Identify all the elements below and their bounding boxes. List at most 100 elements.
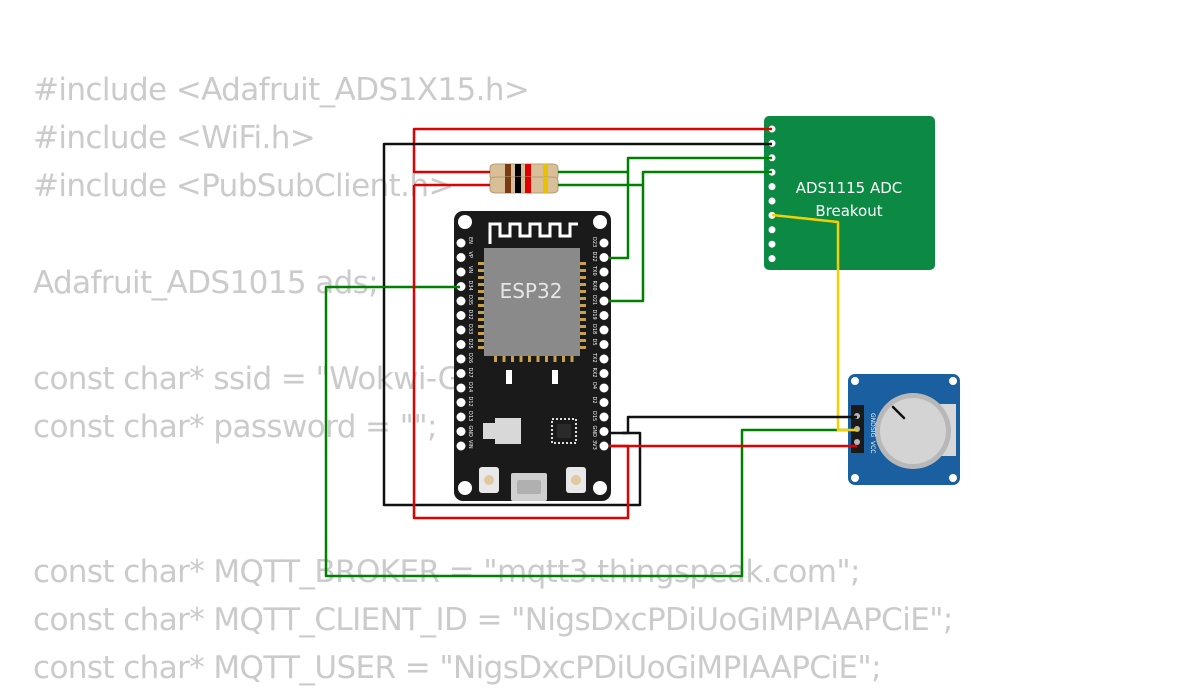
module-pad: [570, 354, 574, 362]
esp32-pin-d18[interactable]: [599, 325, 609, 335]
wire-red-resistor-vcc[interactable]: [412, 127, 772, 174]
resistor-band: [515, 177, 521, 193]
esp32-pin-d34[interactable]: [456, 282, 466, 291]
wire-green-d22[interactable]: [609, 172, 630, 260]
esp32-pin-tx0[interactable]: [599, 267, 609, 277]
wire-green-scl-pullup[interactable]: [558, 156, 772, 174]
wire-green-d34-sig[interactable]: [324, 285, 857, 578]
wire-black-pot-gnd[interactable]: [609, 415, 857, 435]
esp32-pin-label: D4: [591, 382, 597, 389]
esp32-pin-d15[interactable]: [599, 412, 609, 422]
esp32-pin-d14[interactable]: [456, 383, 466, 393]
pot-mount-hole: [851, 377, 859, 385]
wire-black-gnd[interactable]: [382, 142, 772, 507]
pot-pin[interactable]: [854, 439, 860, 445]
esp32-pin-label: D27: [467, 368, 473, 378]
esp32-pin-label: D22: [591, 252, 597, 262]
ads1115-pin[interactable]: [768, 255, 776, 263]
code-line: #include <WiFi.h>: [33, 120, 316, 157]
wire-yellow-a0[interactable]: [771, 213, 857, 432]
module-pad: [536, 354, 540, 362]
esp32-pin-d33[interactable]: [456, 325, 466, 335]
esp32-pin-label: D34: [467, 281, 473, 291]
usb-port-opening: [517, 480, 541, 494]
module-pad: [478, 262, 485, 265]
esp32-mount-hole: [458, 215, 472, 229]
esp32-pin-d19[interactable]: [599, 311, 609, 320]
pot-pin-label: SIG: [869, 427, 876, 438]
wires: [324, 127, 857, 578]
pot-knob[interactable]: [880, 398, 946, 464]
ads1115-pin[interactable]: [768, 183, 776, 191]
esp32-pin-rx2[interactable]: [599, 369, 609, 378]
esp32-pin-label: D25: [467, 339, 473, 349]
esp32-pin-d2[interactable]: [599, 398, 609, 407]
esp32-right-pin-row: D23D22TX0RX0D21D19D18D5TX2RX2D4D2D15GND3…: [591, 237, 609, 451]
esp32-pin-d22[interactable]: [599, 253, 609, 262]
esp32-pin-3v3[interactable]: [599, 441, 609, 451]
wire-green-sda-pullup[interactable]: [558, 170, 772, 187]
esp32-pin-d23[interactable]: [599, 238, 609, 248]
esp32-pin-d32[interactable]: [456, 311, 466, 320]
esp32-module-pads: [478, 262, 586, 362]
esp32-pin-label: EN: [467, 237, 473, 244]
esp32-pin-d4[interactable]: [599, 383, 609, 393]
esp32-pin-d35[interactable]: [456, 296, 466, 306]
esp32-pin-gnd[interactable]: [456, 427, 466, 436]
esp32-pin-label: 3V3: [591, 440, 597, 450]
esp32-pin-label: D5: [591, 339, 597, 346]
esp32-pin-label: VP: [467, 252, 473, 258]
module-pad: [478, 290, 485, 293]
module-pad: [579, 311, 586, 314]
code-line: const char* password = "";: [33, 409, 437, 446]
esp32-pin-label: D35: [467, 295, 473, 305]
esp32-pin-d25[interactable]: [456, 340, 466, 349]
ads1115-pin[interactable]: [768, 197, 776, 205]
module-pad: [528, 354, 531, 362]
wire-red-3v3[interactable]: [412, 185, 630, 520]
ads1115-pin[interactable]: [768, 226, 776, 234]
esp32-regulator-tab: [483, 423, 495, 439]
esp32-pin-d5[interactable]: [599, 340, 609, 349]
ads1115-board[interactable]: ADS1115 ADC Breakout: [764, 116, 935, 270]
esp32-pin-gnd[interactable]: [599, 427, 609, 436]
resistor-bottom[interactable]: [489, 176, 559, 194]
module-pad: [511, 354, 514, 362]
esp32-pin-d12[interactable]: [456, 398, 466, 407]
esp32-pin-tx2[interactable]: [599, 354, 609, 364]
pot-mount-hole: [851, 474, 859, 482]
esp32-pin-rx0[interactable]: [599, 282, 609, 291]
esp32-label: ESP32: [500, 279, 563, 303]
esp32-module: [484, 248, 580, 356]
module-pad: [478, 269, 485, 272]
esp32-mount-hole: [593, 481, 607, 495]
esp32-pin-label: VN: [467, 266, 473, 273]
esp32-pin-vn[interactable]: [456, 267, 466, 277]
esp32-pin-label: D14: [467, 382, 473, 392]
esp32-pin-d26[interactable]: [456, 354, 466, 364]
resistor-band: [505, 164, 511, 180]
module-pad: [579, 318, 586, 321]
ads1115-pin[interactable]: [768, 240, 776, 248]
esp32-pin-vp[interactable]: [456, 253, 466, 262]
esp32-board[interactable]: ESP32 ENVPVND34D35D32D33D25D26D27D14D12D…: [454, 211, 611, 501]
esp32-regulator: [495, 418, 521, 444]
module-pad: [478, 283, 485, 286]
esp32-pin-label: D13: [467, 411, 473, 421]
esp32-pin-label: D19: [591, 310, 597, 320]
resistor-band: [525, 177, 531, 193]
esp32-pin-vin[interactable]: [456, 441, 466, 451]
module-pad: [502, 354, 506, 362]
esp32-pin-label: D33: [467, 324, 473, 334]
module-pad: [579, 290, 586, 293]
potentiometer[interactable]: GND SIG VCC: [848, 374, 960, 485]
esp32-pin-d13[interactable]: [456, 412, 466, 422]
esp32-pin-d27[interactable]: [456, 369, 466, 378]
module-pad: [579, 262, 586, 265]
esp32-pin-en[interactable]: [456, 238, 466, 248]
esp32-pin-label: GND: [591, 426, 597, 438]
esp32-pin-label: D26: [467, 353, 473, 363]
esp32-pin-d21[interactable]: [599, 296, 609, 306]
wire-green-d21[interactable]: [609, 185, 645, 303]
esp32-pin-label: D18: [591, 324, 597, 334]
